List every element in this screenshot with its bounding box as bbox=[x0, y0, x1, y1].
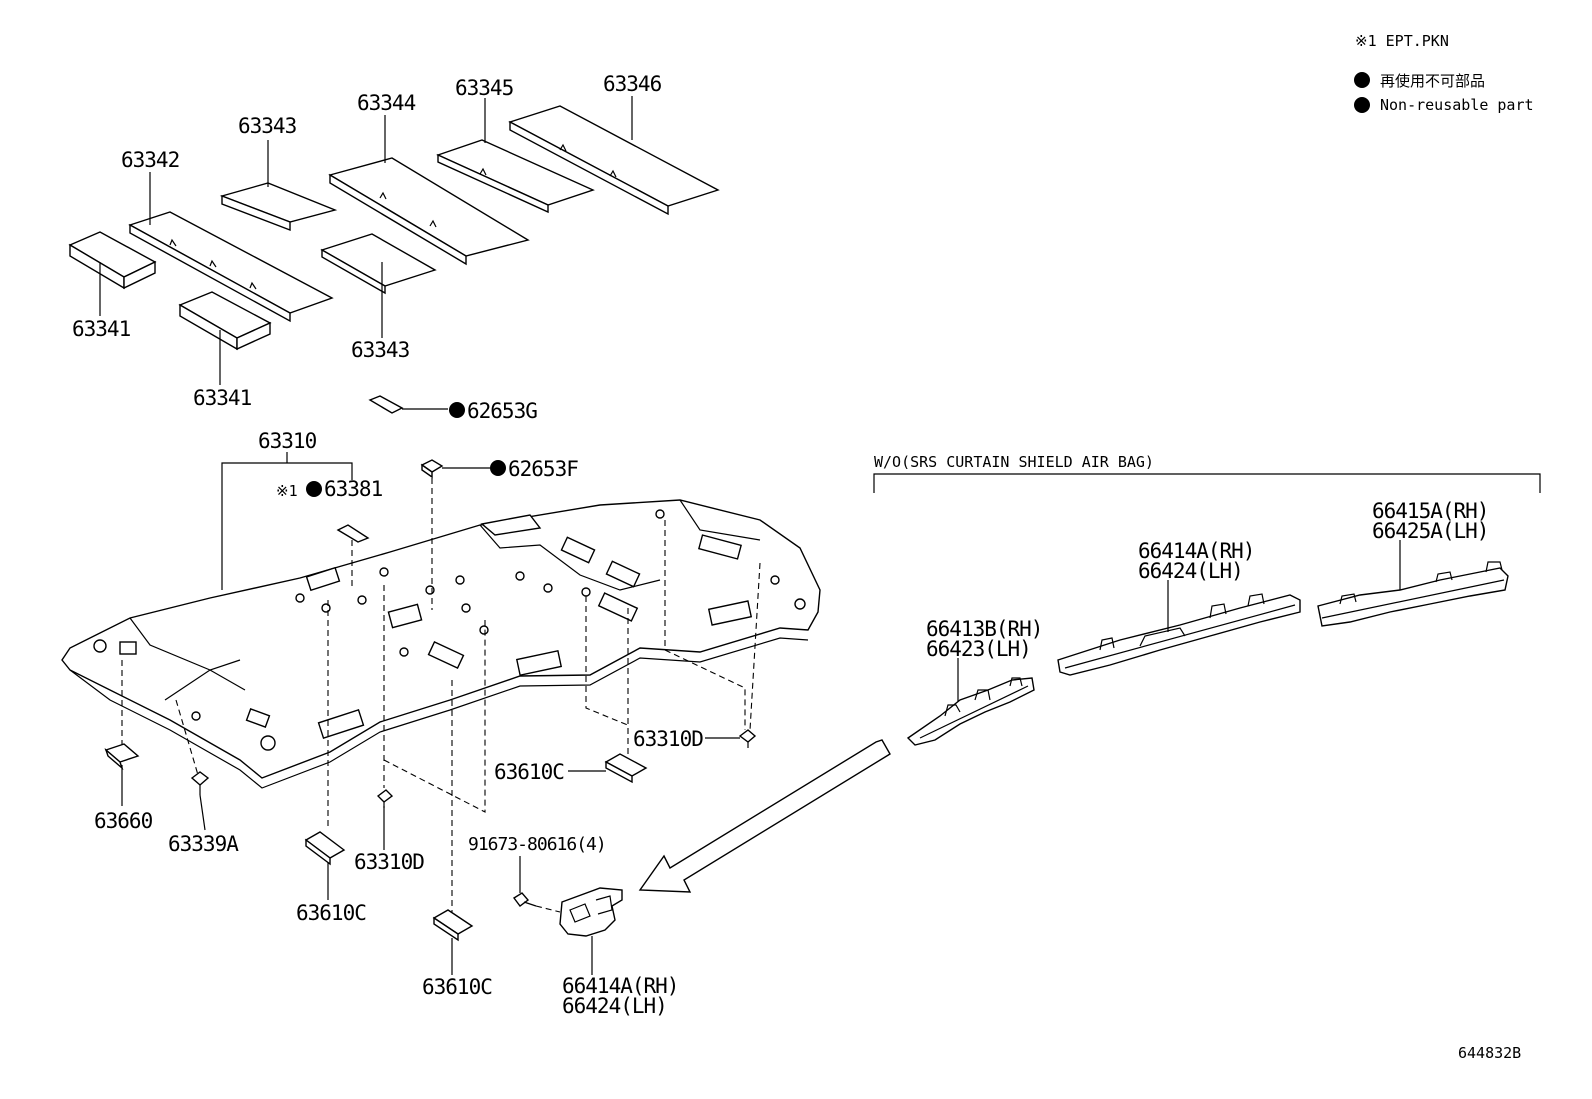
bracket-66414a-detail bbox=[559, 887, 623, 937]
legend-epn-note: ※1 EPT.PKN bbox=[1355, 32, 1449, 50]
bracket-66413b bbox=[906, 677, 1035, 746]
part-label: 63381 bbox=[324, 477, 383, 501]
detail-arrow-icon bbox=[638, 739, 891, 893]
part-label: 66415A(RH) bbox=[1372, 499, 1488, 523]
non-reusable-mark-icon bbox=[306, 481, 322, 497]
pad-63342 bbox=[128, 211, 334, 323]
pad-63341-left bbox=[68, 231, 157, 290]
part-label: 63339A bbox=[168, 832, 239, 856]
pad-63345 bbox=[436, 139, 595, 214]
part-label: 62653G bbox=[467, 399, 537, 423]
part-label: 63342 bbox=[121, 148, 179, 172]
part-label: 66414A(RH) bbox=[562, 974, 678, 998]
part-label: 63343 bbox=[351, 338, 410, 362]
part-label: 66413B(RH) bbox=[926, 617, 1042, 641]
part-label: 66425A(LH) bbox=[1372, 519, 1488, 543]
part-label: 62653F bbox=[508, 457, 578, 481]
clip-62653g bbox=[368, 395, 465, 418]
clip-62653f bbox=[420, 459, 506, 479]
grommet-63610c-right bbox=[604, 753, 648, 784]
pad-63341-right bbox=[178, 291, 272, 351]
holder-63339a bbox=[190, 771, 210, 795]
part-label: 66414A(RH) bbox=[1138, 539, 1254, 563]
non-reusable-mark-icon bbox=[490, 460, 506, 476]
part-label: 66424(LH) bbox=[1138, 559, 1243, 583]
clip-63660 bbox=[104, 743, 140, 771]
pad-63343-upper bbox=[219, 182, 338, 232]
diagram-id: 644832B bbox=[1458, 1044, 1521, 1062]
part-label: 63346 bbox=[603, 72, 662, 96]
pad-63344 bbox=[328, 157, 530, 266]
part-label: 63344 bbox=[357, 91, 416, 115]
legend-bullet-icon bbox=[1354, 97, 1370, 113]
bracket-66414a bbox=[1057, 593, 1301, 676]
part-label: 66423(LH) bbox=[926, 637, 1031, 661]
part-label: 63660 bbox=[94, 809, 153, 833]
part-label: 91673-80616(4) bbox=[468, 834, 606, 855]
epn-tag-63381 bbox=[336, 524, 370, 543]
part-label: 63343 bbox=[238, 114, 297, 138]
clip-63310d-bottom bbox=[376, 789, 394, 808]
headliner-63310 bbox=[61, 499, 821, 789]
part-label: 63610C bbox=[422, 975, 492, 999]
part-label: 63310D bbox=[633, 727, 703, 751]
legend-nonreusable-en: Non-reusable part bbox=[1380, 96, 1534, 114]
variant-label: W/O(SRS CURTAIN SHIELD AIR BAG) bbox=[874, 453, 1154, 471]
part-label: 63310 bbox=[258, 429, 317, 453]
clip-63310d-right bbox=[738, 729, 757, 748]
pad-63346 bbox=[508, 105, 720, 216]
part-label: 63341 bbox=[193, 386, 252, 410]
part-label: 63610C bbox=[296, 901, 366, 925]
bracket-66415a bbox=[1317, 561, 1509, 627]
part-label: 63345 bbox=[455, 76, 513, 100]
legend-nonreusable-jp: 再使用不可部品 bbox=[1380, 72, 1485, 90]
part-label: 66424(LH) bbox=[562, 994, 667, 1018]
part-label: 63610C bbox=[494, 760, 564, 784]
non-reusable-mark-icon bbox=[449, 402, 465, 418]
grommet-63610c-middle bbox=[432, 909, 474, 942]
part-label-prefix: ※1 bbox=[276, 482, 298, 500]
grommet-63610c-left bbox=[304, 831, 346, 866]
screw-91673 bbox=[512, 892, 537, 907]
part-label: 63341 bbox=[72, 317, 131, 341]
pad-63343-lower bbox=[320, 233, 437, 295]
part-label: 63310D bbox=[354, 850, 424, 874]
legend-bullet-icon bbox=[1354, 72, 1370, 88]
